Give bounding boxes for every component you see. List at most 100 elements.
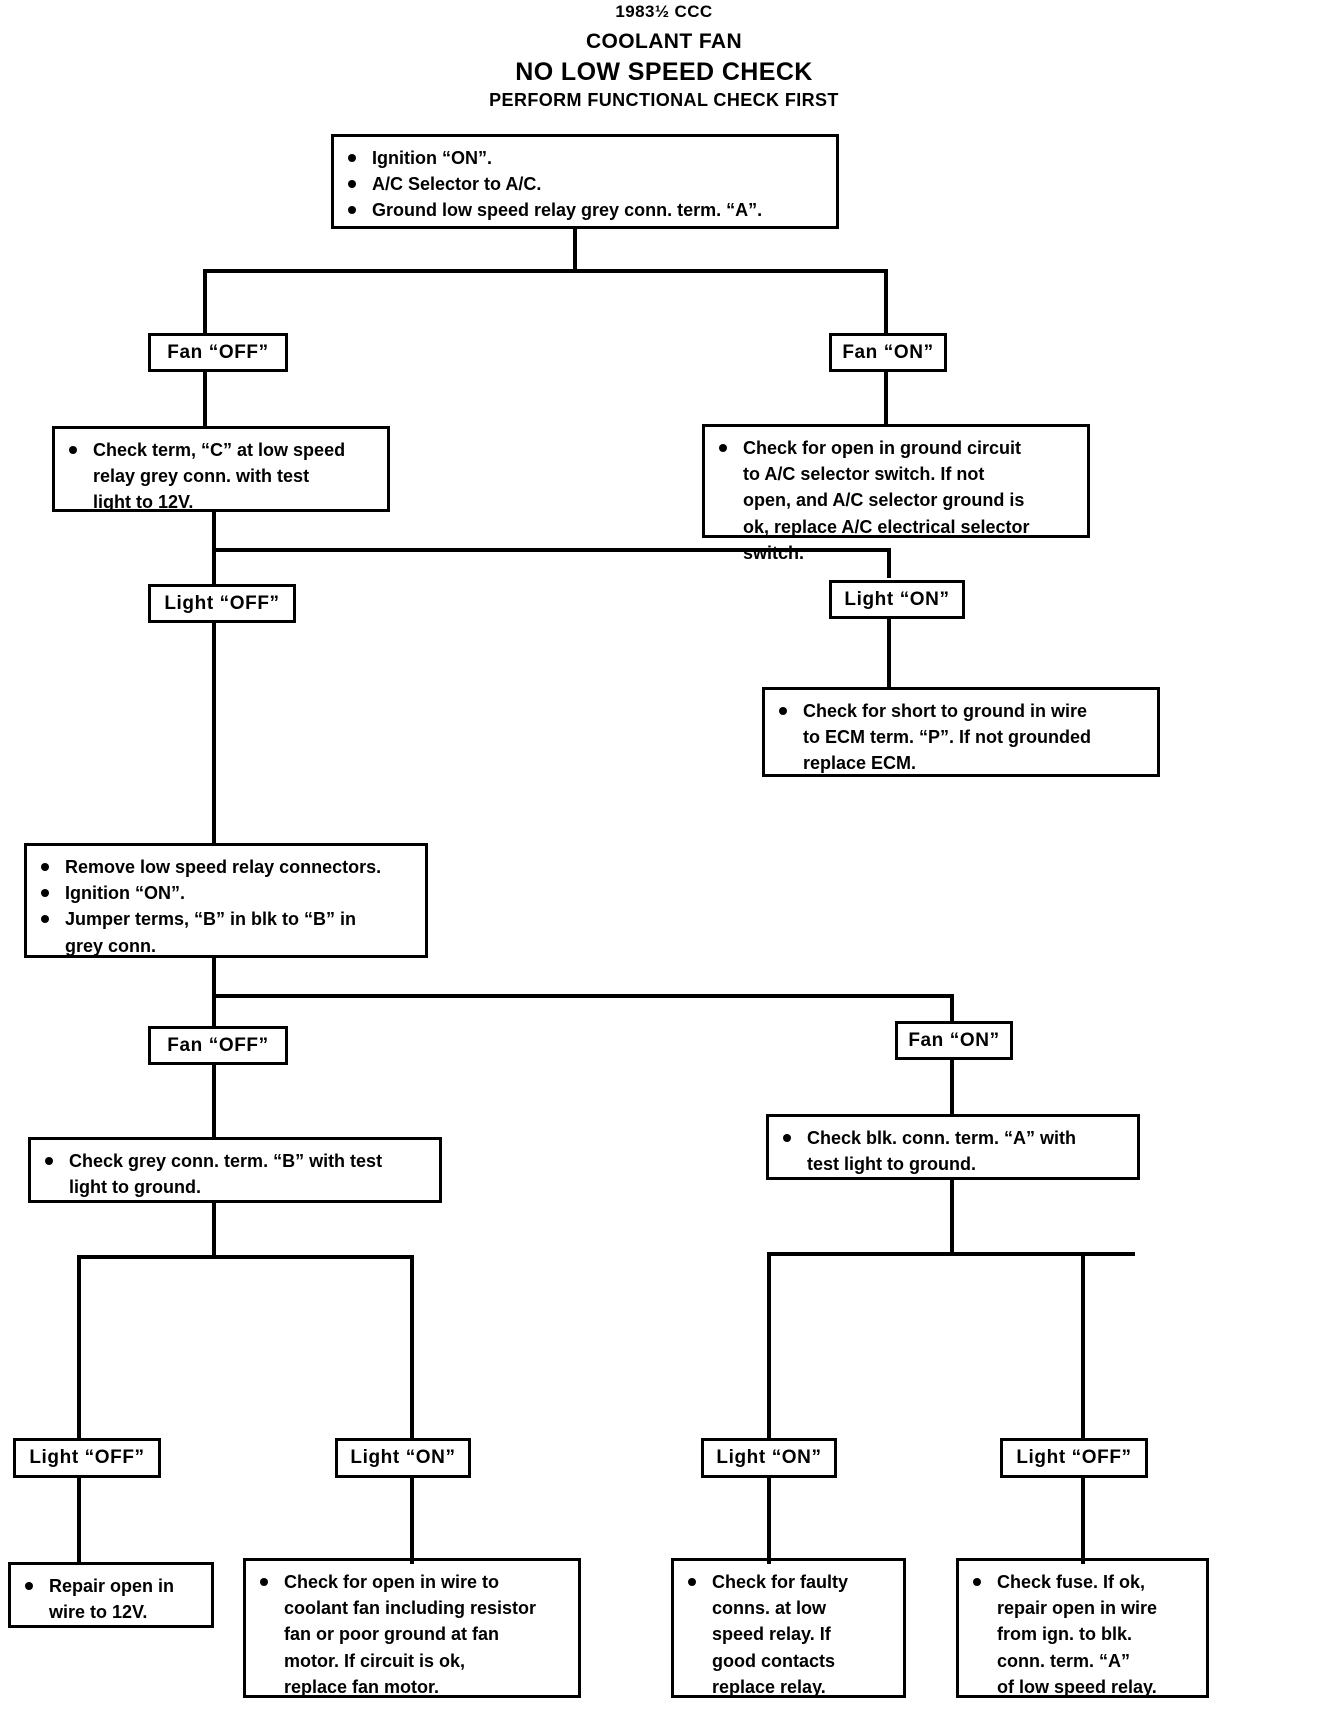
list-item-cont: to A/C selector switch. If not	[743, 464, 985, 485]
list-item-cont: fan or poor ground at fan	[284, 1624, 499, 1645]
list-item: Ignition “ON”.	[344, 146, 828, 171]
list-item-cont: conn. term. “A”	[997, 1650, 1131, 1671]
list-item-cont: from ign. to blk.	[997, 1624, 1132, 1645]
list-item: Check for faulty	[684, 1570, 895, 1595]
connector-vertical	[212, 956, 216, 998]
node-check-blk-a: Check blk. conn. term. “A” with test lig…	[766, 1114, 1140, 1180]
node-start: Ignition “ON”. A/C Selector to A/C. Grou…	[331, 134, 839, 229]
node-fan-on-2: Fan “ON”	[895, 1021, 1013, 1060]
list-item-cont: replace fan motor.	[284, 1676, 440, 1697]
connector-vertical	[884, 269, 888, 335]
connector-horizontal	[767, 1252, 1135, 1256]
list-item-cont: speed relay. If	[712, 1624, 831, 1645]
list-item-cont: ok, replace A/C electrical selector	[743, 516, 1030, 537]
connector-vertical	[950, 1178, 954, 1256]
list-item: Check term, “C” at low speed	[65, 438, 379, 463]
check-open-ground-list: Check for open in ground circuit to A/C …	[705, 427, 1087, 576]
list-item-cont: coolant fan including resistor	[284, 1598, 537, 1619]
node-fan-off-1: Fan “OFF”	[148, 333, 288, 372]
repair-open-12v-list: Repair open in wire to 12V.	[11, 1565, 211, 1635]
list-item-cont: relay grey conn. with test	[93, 466, 310, 487]
connector-vertical	[203, 370, 207, 428]
check-faulty-conns-list: Check for faulty conns. at low speed rel…	[674, 1561, 903, 1710]
list-item-cont: switch.	[743, 542, 805, 563]
node-check-short-ecm: Check for short to ground in wire to ECM…	[762, 687, 1160, 777]
list-item: Ground low speed relay grey conn. term. …	[344, 198, 828, 223]
check-short-ecm-list: Check for short to ground in wire to ECM…	[765, 690, 1157, 787]
list-item-cont: wire to 12V.	[49, 1602, 148, 1623]
list-item-cont: replace relay.	[712, 1676, 826, 1697]
remove-relay-list: Remove low speed relay connectors. Ignit…	[27, 846, 425, 969]
list-item-cont: grey conn.	[65, 935, 157, 956]
list-item-cont: of low speed relay.	[997, 1676, 1157, 1697]
list-item-cont: replace ECM.	[803, 753, 917, 774]
list-item: Check for short to ground in wire	[775, 699, 1149, 724]
list-item: A/C Selector to A/C.	[344, 172, 828, 197]
page-title-main: NO LOW SPEED CHECK	[515, 58, 813, 86]
list-item: Check for open in ground circuit	[715, 436, 1079, 461]
connector-vertical	[573, 229, 577, 271]
list-item: Jumper terms, “B” in blk to “B” in	[37, 907, 417, 932]
node-remove-relay: Remove low speed relay connectors. Ignit…	[24, 843, 428, 958]
connector-vertical	[410, 1476, 414, 1564]
node-check-grey-b: Check grey conn. term. “B” with test lig…	[28, 1137, 442, 1203]
list-item-cont: conns. at low	[712, 1598, 827, 1619]
node-fan-off-2: Fan “OFF”	[148, 1026, 288, 1065]
check-open-coolant-fan-list: Check for open in wire to coolant fan in…	[246, 1561, 578, 1710]
check-grey-b-list: Check grey conn. term. “B” with test lig…	[31, 1140, 439, 1210]
connector-vertical	[1081, 1476, 1085, 1564]
list-item: Check fuse. If ok,	[969, 1570, 1198, 1595]
node-light-off-1: Light “OFF”	[148, 584, 296, 623]
list-item-cont: light to ground.	[69, 1177, 201, 1198]
node-light-off-3: Light “OFF”	[1000, 1438, 1148, 1478]
connector-vertical	[212, 621, 216, 845]
node-light-on-3: Light “ON”	[701, 1438, 837, 1478]
connector-vertical	[884, 370, 888, 426]
connector-vertical	[77, 1476, 81, 1564]
check-fuse-list: Check fuse. If ok, repair open in wire f…	[959, 1561, 1206, 1710]
connector-horizontal	[212, 994, 954, 998]
list-item: Remove low speed relay connectors.	[37, 855, 417, 880]
connector-vertical	[212, 1201, 216, 1259]
start-steps-list: Ignition “ON”. A/C Selector to A/C. Grou…	[334, 137, 836, 234]
node-check-open-ground: Check for open in ground circuit to A/C …	[702, 424, 1090, 563]
page-title-subtitle: PERFORM FUNCTIONAL CHECK FIRST	[489, 90, 839, 110]
list-item-cont: to ECM term. “P”. If not grounded	[803, 727, 1091, 748]
list-item: Check blk. conn. term. “A” with	[779, 1126, 1129, 1151]
list-item-cont: good contacts	[712, 1650, 836, 1671]
connector-vertical	[767, 1476, 771, 1564]
connector-vertical	[887, 548, 891, 578]
connector-vertical	[212, 1063, 216, 1139]
node-light-on-1: Light “ON”	[829, 580, 965, 619]
page-title-system: COOLANT FAN	[585, 30, 743, 53]
list-item-cont: repair open in wire	[997, 1598, 1158, 1619]
check-term-c-list: Check term, “C” at low speed relay grey …	[55, 429, 387, 526]
connector-vertical	[203, 269, 207, 335]
node-check-faulty-conns: Check for faulty conns. at low speed rel…	[671, 1558, 906, 1698]
node-check-term-c: Check term, “C” at low speed relay grey …	[52, 426, 390, 512]
list-item-cont: motor. If circuit is ok,	[284, 1650, 466, 1671]
connector-horizontal	[203, 269, 888, 273]
list-item-cont: open, and A/C selector ground is	[743, 490, 1025, 511]
node-light-on-2: Light “ON”	[335, 1438, 471, 1478]
node-check-fuse: Check fuse. If ok, repair open in wire f…	[956, 1558, 1209, 1698]
connector-vertical	[410, 1255, 414, 1438]
node-light-off-2: Light “OFF”	[13, 1438, 161, 1478]
node-fan-on-1: Fan “ON”	[829, 333, 947, 372]
page-title-year: 1983½ CCC	[615, 2, 713, 21]
connector-vertical	[212, 994, 216, 1054]
list-item-cont: light to 12V.	[93, 492, 194, 513]
connector-vertical	[77, 1255, 81, 1438]
node-check-open-coolant-fan: Check for open in wire to coolant fan in…	[243, 1558, 581, 1698]
list-item-cont: test light to ground.	[807, 1154, 976, 1175]
list-item: Ignition “ON”.	[37, 881, 417, 906]
list-item: Check for open in wire to	[256, 1570, 570, 1595]
list-item: Repair open in	[21, 1574, 203, 1599]
check-blk-a-list: Check blk. conn. term. “A” with test lig…	[769, 1117, 1137, 1187]
list-item: Check grey conn. term. “B” with test	[41, 1149, 431, 1174]
connector-horizontal	[212, 548, 891, 552]
node-repair-open-12v: Repair open in wire to 12V.	[8, 1562, 214, 1628]
connector-vertical	[887, 617, 891, 689]
connector-vertical	[950, 1058, 954, 1116]
connector-vertical	[1081, 1252, 1085, 1438]
